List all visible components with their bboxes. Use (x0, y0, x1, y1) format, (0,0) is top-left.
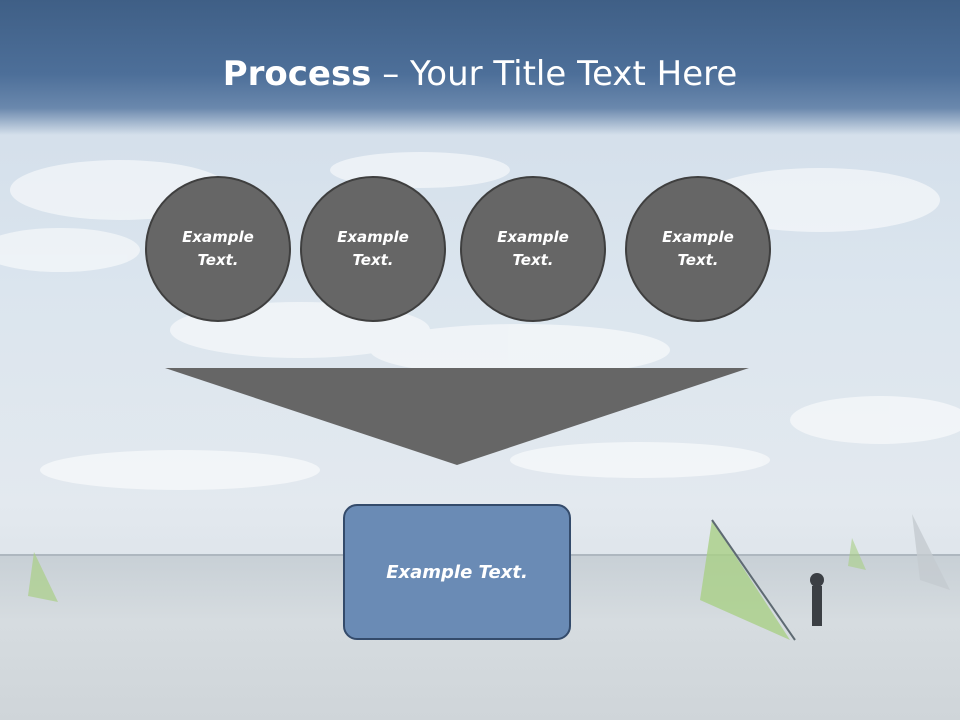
title-bold: Process (222, 54, 372, 94)
circle-2-line1: Example (337, 228, 409, 246)
circle-2-line2: Text. (352, 251, 394, 269)
circle-3-line1: Example (497, 228, 569, 246)
circle-1-line1: Example (182, 228, 254, 246)
sky-background (0, 0, 960, 560)
result-box: Example Text. (343, 504, 571, 640)
circle-4-line2: Text. (677, 251, 719, 269)
title-bar (0, 0, 960, 135)
slide-title: Process – Your Title Text Here (0, 52, 960, 96)
funnel-arrow (165, 368, 749, 465)
title-rest: – Your Title Text Here (371, 54, 738, 94)
circle-1-line2: Text. (197, 251, 239, 269)
result-box-text: Example Text. (386, 561, 528, 583)
circle-3-line2: Text. (512, 251, 554, 269)
circle-4-line1: Example (662, 228, 734, 246)
